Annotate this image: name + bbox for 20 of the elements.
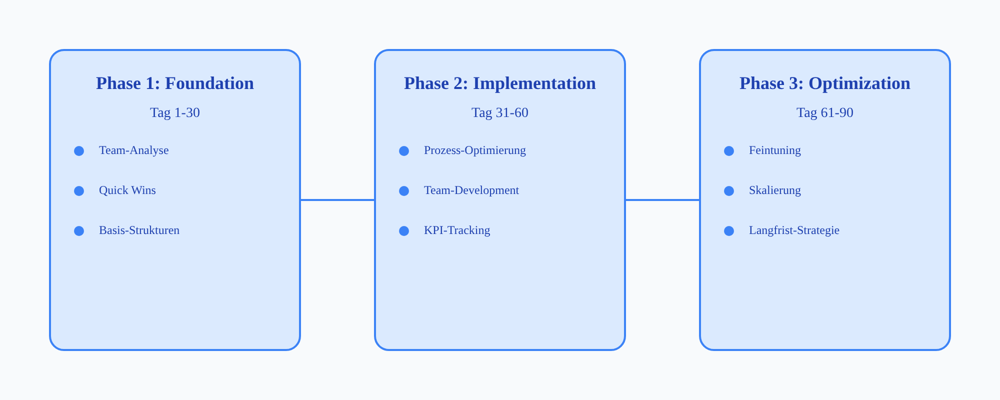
task-text: Skalierung <box>749 183 801 198</box>
task-text: Team-Analyse <box>99 143 169 158</box>
task-text: KPI-Tracking <box>424 223 490 238</box>
connector-line <box>301 199 374 201</box>
date-range-text: Tag 31-60 <box>470 105 530 122</box>
task-text: Feintuning <box>749 143 802 158</box>
task-text: Quick Wins <box>99 183 156 198</box>
phase-card <box>699 49 951 351</box>
phase-title: Phase 1: Foundation <box>94 72 256 94</box>
task-text: Langfrist-Strategie <box>749 223 840 238</box>
phase-card <box>374 49 626 351</box>
connector-line <box>626 199 699 201</box>
task-text: Prozess-Optimierung <box>424 143 526 158</box>
task-text: Team-Development <box>424 183 520 198</box>
task-text: Basis-Strukturen <box>99 223 180 238</box>
date-range-text: Tag 1-30 <box>149 105 201 122</box>
phase-title: Phase 3: Optimization <box>738 72 912 94</box>
phase-card <box>49 49 301 351</box>
date-range-text: Tag 61-90 <box>796 105 854 122</box>
phase-title: Phase 2: Implementation <box>403 72 597 94</box>
